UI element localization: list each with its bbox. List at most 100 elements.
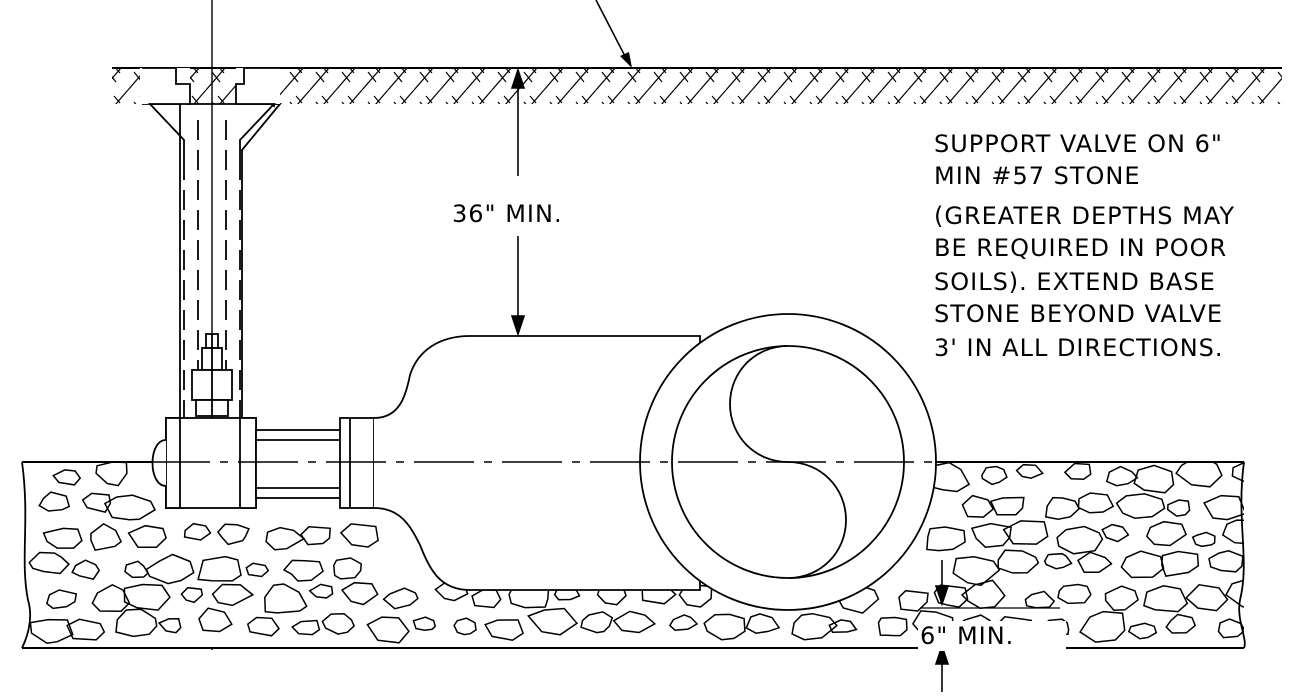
stone-depth-label: 6" MIN. <box>920 622 1014 650</box>
stone <box>91 583 131 613</box>
stone <box>198 607 233 633</box>
stone <box>264 583 308 614</box>
cover-depth-label: 36" MIN. <box>452 200 563 228</box>
stone <box>1127 622 1158 640</box>
note-line-1: SUPPORT VALVE ON 6" <box>934 130 1223 158</box>
note-line-4: BE REQUIRED IN POOR <box>934 234 1227 262</box>
stone <box>961 494 995 518</box>
stone <box>29 618 74 644</box>
stone <box>1231 462 1244 482</box>
note-line-2: MIN #57 STONE <box>934 162 1141 190</box>
stone <box>989 496 1025 516</box>
stone <box>933 584 969 608</box>
stone <box>791 612 838 641</box>
stone <box>1002 520 1049 545</box>
stone-dimension <box>920 560 1060 692</box>
stone <box>1165 613 1197 634</box>
stone-bedding <box>21 461 1246 649</box>
stone <box>960 579 1006 609</box>
stone <box>1105 465 1139 487</box>
stone <box>1208 550 1244 573</box>
stone <box>339 523 379 548</box>
stone <box>291 619 321 636</box>
stone <box>877 616 908 637</box>
stone <box>997 549 1040 574</box>
stone <box>1217 618 1244 639</box>
stone <box>1225 579 1244 608</box>
note-line-3: (GREATER DEPTHS MAY <box>934 202 1235 230</box>
stone <box>66 618 106 641</box>
stone <box>216 523 250 546</box>
stone <box>668 614 699 631</box>
stone <box>333 557 362 580</box>
stone <box>1063 462 1092 480</box>
stone <box>1101 523 1130 543</box>
stone <box>484 619 525 641</box>
stone <box>1044 496 1081 520</box>
stone <box>282 559 324 582</box>
stone <box>612 610 657 634</box>
stone <box>197 555 242 582</box>
stone <box>745 613 781 634</box>
stone <box>1143 585 1189 613</box>
stone <box>246 616 280 637</box>
stone <box>340 581 379 606</box>
stone <box>1120 550 1165 579</box>
stone <box>180 586 204 604</box>
stone <box>300 526 332 546</box>
stone <box>1077 492 1115 514</box>
stone <box>1166 499 1191 517</box>
stone <box>1203 494 1244 521</box>
stone <box>1115 493 1166 519</box>
stone <box>1015 463 1044 479</box>
installation-note: SUPPORT VALVE ON 6" MIN #57 STONE (GREAT… <box>934 130 1235 362</box>
stone <box>1161 550 1200 577</box>
stone <box>1079 610 1126 643</box>
stone <box>1145 520 1188 547</box>
operating-nut <box>191 333 233 417</box>
stone <box>898 589 929 612</box>
stone <box>1056 525 1104 555</box>
ground-leader-arrow <box>595 0 632 68</box>
stone <box>145 553 195 585</box>
stone <box>28 551 70 575</box>
stone <box>45 589 78 610</box>
stone <box>71 559 101 580</box>
stone <box>38 491 71 512</box>
stone-label-bg <box>918 621 1066 651</box>
stone <box>1057 583 1092 605</box>
ground-surface <box>112 67 1282 104</box>
stone <box>245 562 270 578</box>
stone <box>527 607 579 636</box>
stone <box>453 617 477 636</box>
stone <box>1221 519 1244 545</box>
cover-dimension <box>510 67 526 337</box>
stone <box>183 522 212 541</box>
stone <box>124 560 149 579</box>
stone <box>308 583 334 599</box>
stone <box>42 527 83 549</box>
tapping-sleeve <box>373 335 701 591</box>
stone <box>115 608 158 638</box>
stone <box>1185 584 1229 612</box>
stone <box>123 583 171 611</box>
stone <box>52 469 82 486</box>
note-line-6: STONE BEYOND VALVE <box>934 300 1223 328</box>
stone <box>580 611 614 634</box>
note-line-5: SOILS). EXTEND BASE <box>934 268 1216 296</box>
stone <box>90 523 123 552</box>
stone <box>1024 590 1056 609</box>
stone <box>828 619 858 633</box>
stone <box>412 616 437 631</box>
stone <box>81 492 112 513</box>
note-line-7: 3' IN ALL DIRECTIONS. <box>934 334 1224 362</box>
stone <box>103 494 156 521</box>
stone <box>1043 552 1073 570</box>
stone <box>321 612 356 635</box>
stone <box>157 618 182 634</box>
stone <box>1077 551 1113 573</box>
stone <box>1133 464 1175 494</box>
gate-valve <box>151 417 375 509</box>
stone <box>211 583 255 607</box>
